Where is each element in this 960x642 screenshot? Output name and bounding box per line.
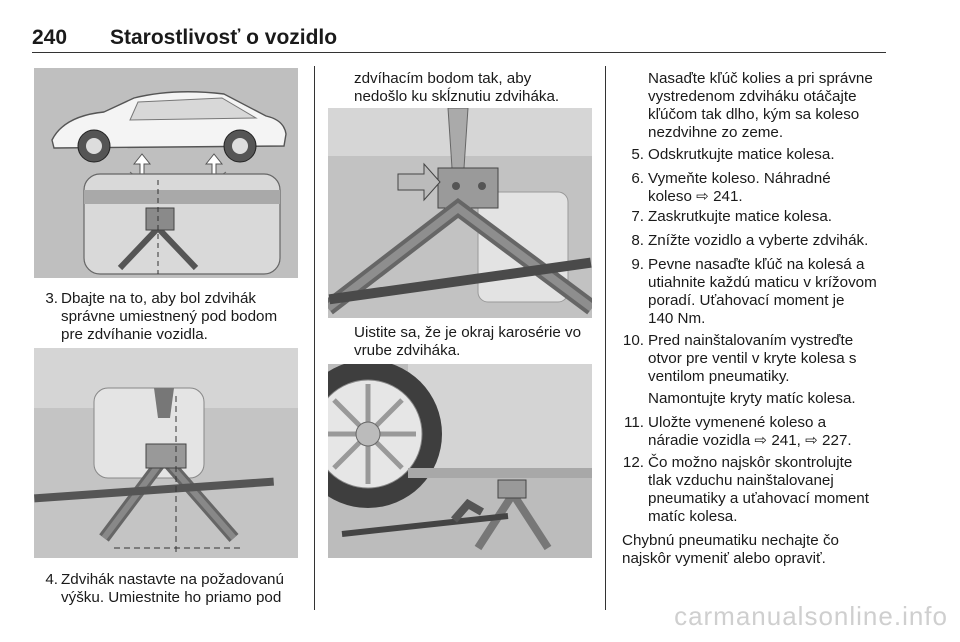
col3-intro-line-3: kľúčom tak dlho, kým sa koleso: [648, 106, 860, 123]
step-6-line-1: Vymeňte koleso. Náhradné: [648, 170, 831, 187]
step-7-number: 7.: [631, 208, 644, 225]
step-10-line-3: ventilom pneumatiky.: [648, 368, 790, 385]
step-4-number: 4.: [45, 571, 58, 588]
step-9-number: 9.: [631, 256, 644, 273]
step-4-line-1: Zdvihák nastavte na požadovanú: [61, 571, 284, 588]
closing-line-2: najskôr vymeniť alebo opraviť.: [622, 550, 826, 567]
column-divider-2: [605, 66, 606, 610]
page-title: Starostlivosť o vozidlo: [110, 26, 338, 49]
page-number: 240: [32, 26, 68, 49]
step-11-number: 11.: [624, 414, 644, 431]
closing-line-1: Chybnú pneumatiku nechajte čo: [622, 532, 839, 549]
step-12-number: 12.: [622, 454, 644, 471]
step-10-number: 10.: [622, 332, 644, 349]
step-12-line-3: pneumatiky a uťahovací moment: [648, 490, 869, 507]
col2-mid-line-1: Uistite sa, že je okraj karosérie vo: [354, 324, 582, 341]
step-8-line-1: Znížte vozidlo a vyberte zdvihák.: [648, 232, 869, 249]
step-12-line-1: Čo možno najskôr skontrolujte: [648, 454, 853, 471]
step-10-line-2: otvor pre ventil v kryte kolesa s: [648, 350, 857, 367]
step-3-number: 3.: [45, 290, 58, 307]
step-9-line-4: 140 Nm.: [648, 310, 706, 327]
step-3-line-2: správne umiestnený pod bodom: [61, 308, 278, 325]
watermark: carmanualsonline.info: [674, 601, 948, 631]
col2-top-line-2: nedošlo ku skĺznutiu zdviháka.: [354, 88, 560, 105]
car-jacking-points-illustration: [34, 68, 298, 278]
step-9-line-2: utiahnite každú maticu v krížovom: [648, 274, 877, 291]
col3-intro-line-2: vystredenom zdviháku otáčajte: [648, 88, 857, 105]
step-11-line-1: Uložte vymenené koleso a: [648, 414, 827, 431]
wheel-with-jack-and-crank-illustration: [328, 364, 592, 558]
step-4-line-2: výšku. Umiestnite ho priamo pod: [61, 589, 282, 606]
step-10-line-1: Pred nainštalovaním vystreďte: [648, 332, 854, 349]
step-6-number: 6.: [631, 170, 644, 187]
jack-under-lifting-point-illustration: [34, 348, 298, 558]
jack-notch-closeup-illustration: [328, 108, 592, 318]
step-10-extra: Namontujte kryty matíc kolesa.: [648, 390, 856, 407]
step-6-line-2: koleso ⇨ 241.: [648, 188, 743, 205]
step-8-number: 8.: [631, 232, 644, 249]
step-12-line-2: tlak vzduchu nainštalovanej: [648, 472, 834, 489]
step-5-line-1: Odskrutkujte matice kolesa.: [648, 146, 835, 163]
step-5-number: 5.: [631, 146, 644, 163]
col3-intro-line-1: Nasaďte kľúč kolies a pri správne: [648, 70, 873, 87]
column-divider-1: [314, 66, 315, 610]
step-3-line-1: Dbajte na to, aby bol zdvihák: [61, 290, 257, 307]
col2-mid-line-2: vrube zdviháka.: [354, 342, 461, 359]
step-12-line-4: matíc kolesa.: [648, 508, 738, 525]
step-11-line-2: náradie vozidla ⇨ 241, ⇨ 227.: [648, 432, 852, 449]
col3-intro-line-4: nezdvihne zo zeme.: [648, 124, 784, 141]
step-3-line-3: pre zdvíhanie vozidla.: [61, 326, 208, 343]
step-7-line-1: Zaskrutkujte matice kolesa.: [648, 208, 833, 225]
step-9-line-1: Pevne nasaďte kľúč na kolesá a: [648, 256, 865, 273]
col2-top-line-1: zdvíhacím bodom tak, aby: [354, 70, 532, 87]
page-header: 240 Starostlivosť o vozidlo: [32, 22, 886, 53]
step-9-line-3: poradí. Uťahovací moment je: [648, 292, 845, 309]
